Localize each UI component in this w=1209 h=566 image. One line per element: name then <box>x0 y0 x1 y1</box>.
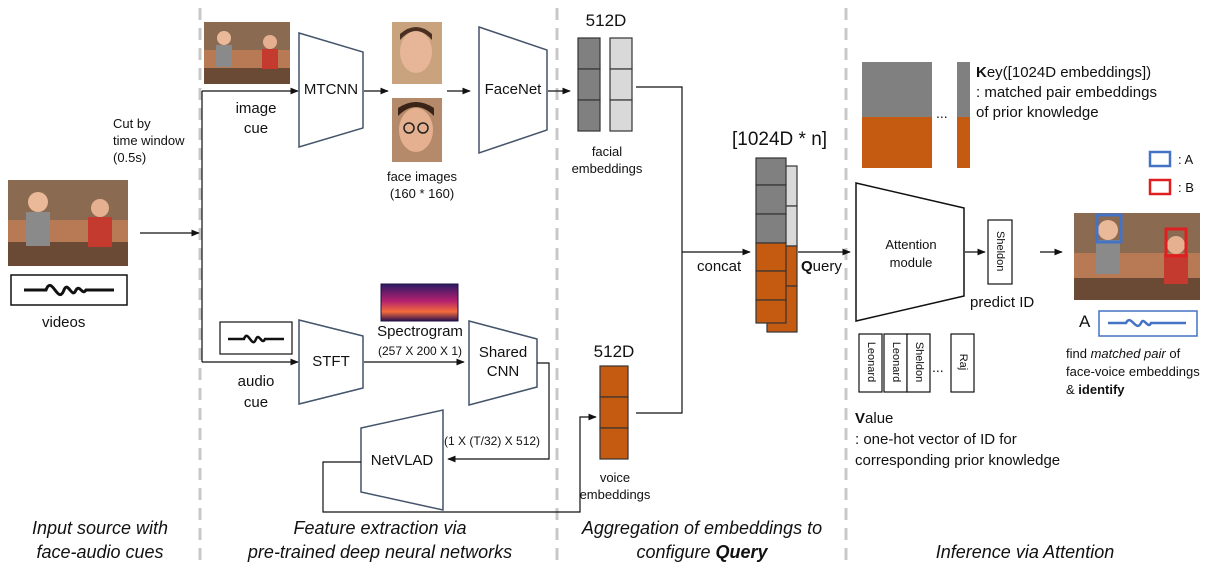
facenet-label: FaceNet <box>484 81 542 98</box>
netvlad-dims: (1 X (T/32) X 512) <box>444 434 541 448</box>
facial-embedding-vectors <box>577 37 633 132</box>
value-card-3: Sheldon <box>913 341 925 383</box>
voice-dim-label: 512D <box>593 342 635 361</box>
spectrogram-dims: (257 X 200 X 1) <box>377 344 463 358</box>
find-line1: find matched pair of <box>1066 345 1180 363</box>
find-line2: face-voice embeddings <box>1066 364 1200 379</box>
facial-label-line1: facial <box>591 144 623 159</box>
query-label-rest: uery <box>812 258 842 275</box>
shared-cnn-label-line1: Shared <box>478 344 528 361</box>
aggregation-caption-bold: Query <box>715 542 768 562</box>
value-title-rest: alue <box>865 410 894 427</box>
query-embedding-stack <box>755 157 798 333</box>
image-cue-thumbnail <box>204 22 290 84</box>
key-dots: ... <box>936 105 948 121</box>
aggregation-caption-line1: Aggregation of embeddings to <box>581 518 823 538</box>
find-line3-bold: identify <box>1078 382 1125 397</box>
query-dim-label: [1024D * n] <box>732 129 828 150</box>
facenet-network-shape <box>478 25 548 155</box>
video-frame-image <box>8 180 128 266</box>
face-dim-label: 512D <box>585 11 627 30</box>
query-label-bold: Q <box>801 258 813 275</box>
input-caption-line2: face-audio cues <box>36 542 164 562</box>
value-title-bold: V <box>855 410 866 427</box>
predict-id-label: predict ID <box>970 294 1035 311</box>
face-image-leonard <box>392 98 442 162</box>
cut-label-line3: (0.5s) <box>113 150 147 165</box>
audio-cue-label-line1: audio <box>237 373 275 390</box>
input-caption-line1: Input source with <box>31 518 169 538</box>
audio-cue-label-line2: cue <box>243 394 269 411</box>
key-desc-line1: : matched pair embeddings <box>976 84 1157 101</box>
face-images-label-line1: face images <box>386 169 458 184</box>
feature-caption-line1: Feature extraction via <box>293 518 467 538</box>
value-card-4: Raj <box>957 353 969 371</box>
attention-label-line1: Attention <box>885 237 937 252</box>
concat-bracket <box>636 86 683 414</box>
value-desc-line1: : one-hot vector of ID for <box>855 431 1017 448</box>
spectrogram-label: Spectrogram <box>377 323 463 340</box>
value-desc-line2: corresponding prior knowledge <box>855 452 1061 469</box>
netvlad-to-voice-arrow <box>322 413 597 513</box>
legend-swatch-b <box>1148 178 1172 196</box>
voice-embedding-vector <box>599 365 629 460</box>
mtcnn-network-shape <box>298 31 364 149</box>
legend-swatch-a <box>1148 150 1172 168</box>
cut-label-line1: Cut by <box>113 116 151 131</box>
value-one-hot-cards <box>858 333 975 393</box>
key-title: Key([1024D embeddings]) <box>976 64 1151 82</box>
cut-label-line2: time window <box>113 133 185 148</box>
image-cue-label-line2: cue <box>243 120 269 137</box>
inference-caption: Inference via Attention <box>935 542 1115 562</box>
cnn-to-netvlad-arrow <box>447 362 550 463</box>
sheldon-output-text: Sheldon <box>994 231 1006 272</box>
value-title: Value <box>855 410 893 428</box>
legend-label-a: : A <box>1178 152 1194 167</box>
voice-label-line1: voice <box>599 470 631 485</box>
person-a-label: A <box>1079 312 1091 331</box>
aggregation-caption-plain: configure <box>636 542 716 562</box>
find-post: of <box>1165 346 1181 361</box>
netvlad-network-shape <box>360 409 444 511</box>
query-label: Query <box>801 258 842 276</box>
find-line3-pre: & <box>1066 382 1079 397</box>
concat-label: concat <box>697 258 742 275</box>
key-desc-line2: of prior knowledge <box>976 104 1099 121</box>
find-pre: find <box>1066 346 1091 361</box>
key-embedding-matrix <box>862 62 970 168</box>
shared-cnn-label-line2: CNN <box>486 363 520 380</box>
value-card-2: Leonard <box>890 341 902 383</box>
value-dots: ... <box>932 359 944 375</box>
facial-label-line2: embeddings <box>571 161 643 176</box>
mtcnn-label: MTCNN <box>303 81 359 98</box>
netvlad-label: NetVLAD <box>370 452 434 469</box>
voice-label-line2: embeddings <box>579 487 651 502</box>
audio-waveform-box <box>10 274 128 306</box>
key-title-rest: ey([1024D embeddings]) <box>986 64 1152 81</box>
face-image-sheldon <box>392 22 442 84</box>
audio-cue-wave-icon <box>219 321 293 355</box>
legend-label-b: : B <box>1178 180 1194 195</box>
spectrogram-image <box>380 283 459 322</box>
identified-frame-image <box>1074 213 1200 300</box>
find-em: matched pair <box>1090 346 1166 361</box>
key-title-bold: K <box>976 64 987 81</box>
stft-label: STFT <box>312 353 350 370</box>
stft-network-shape <box>298 319 364 405</box>
identified-voice-box <box>1098 310 1198 337</box>
section-dividers <box>198 8 848 560</box>
shared-cnn-network-shape <box>468 320 538 406</box>
value-card-1: Leonard <box>865 341 877 383</box>
face-images-label-line2: (160 * 160) <box>389 186 455 201</box>
aggregation-caption-line2: configure Query <box>562 540 842 564</box>
attention-label-line2: module <box>889 255 933 270</box>
feature-caption-line2: pre-trained deep neural networks <box>247 542 513 562</box>
videos-label: videos <box>42 314 86 331</box>
find-line3: & identify <box>1066 381 1125 399</box>
attention-module-shape <box>855 182 965 322</box>
sheldon-output-card <box>987 219 1013 285</box>
image-cue-label-line1: image <box>235 100 277 117</box>
